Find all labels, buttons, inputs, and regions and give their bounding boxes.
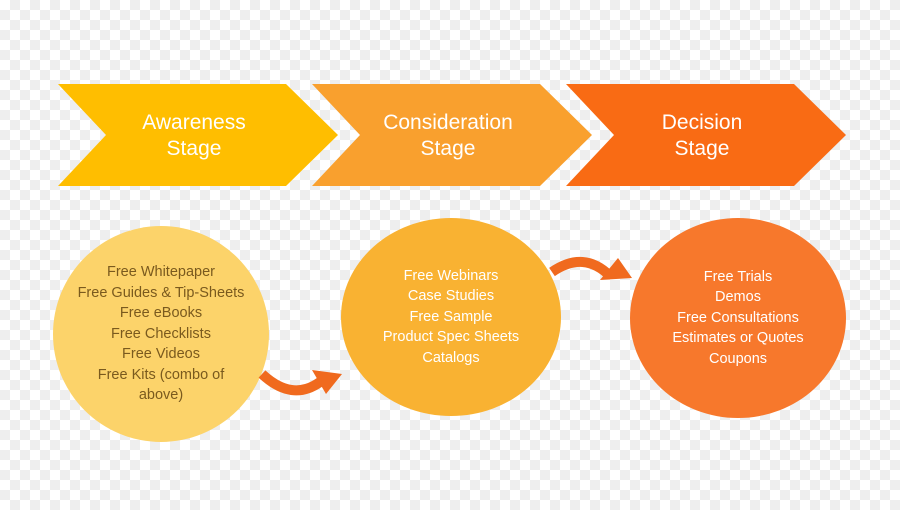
decision-chevron-shape <box>566 84 846 186</box>
decision-stage-label: Decision Stage <box>661 111 743 160</box>
awareness-offers-circle: Free Whitepaper Free Guides & Tip-Sheets… <box>53 226 269 442</box>
list-item: Case Studies <box>407 288 495 305</box>
list-item: Estimates or Quotes <box>672 330 804 347</box>
awareness-offers-list: Free Whitepaper Free Guides & Tip-Sheets… <box>78 262 245 406</box>
curved-arrow-icon <box>258 370 342 396</box>
awareness-stage-chevron: Awareness Stage <box>58 84 338 186</box>
decision-stage-chevron: Decision Stage <box>566 84 846 186</box>
list-item: Free Trials <box>703 268 773 285</box>
decision-offers-list: Free Trials Demos Free Consultations Est… <box>672 267 803 370</box>
list-item: Free Kits (combo of <box>97 366 225 383</box>
list-item: Free eBooks <box>119 305 203 322</box>
consideration-offers-circle: Free Webinars Case Studies Free Sample P… <box>341 218 561 416</box>
list-item: Free Guides & Tip-Sheets <box>77 284 245 301</box>
list-item: Demos <box>715 289 761 306</box>
list-item: Product Spec Sheets <box>382 329 520 346</box>
list-item: Free Videos <box>122 346 200 363</box>
awareness-stage-label: Awareness Stage <box>142 111 246 160</box>
consideration-offers-list: Free Webinars Case Studies Free Sample P… <box>383 266 519 369</box>
list-item: Free Consultations <box>677 309 799 326</box>
awareness-chevron-shape <box>58 84 338 186</box>
list-item: Free Sample <box>409 308 493 325</box>
list-item: above) <box>138 387 184 404</box>
curved-arrow-icon <box>549 256 632 280</box>
consideration-stage-label: Consideration Stage <box>383 111 513 160</box>
list-item: Free Webinars <box>403 267 499 284</box>
list-item: Free Checklists <box>111 325 211 342</box>
decision-offers-circle: Free Trials Demos Free Consultations Est… <box>630 218 846 418</box>
consideration-chevron-shape <box>312 84 592 186</box>
list-item: Catalogs <box>422 349 480 366</box>
consideration-stage-chevron: Consideration Stage <box>312 84 592 186</box>
list-item: Coupons <box>708 350 768 367</box>
list-item: Free Whitepaper <box>106 264 215 281</box>
